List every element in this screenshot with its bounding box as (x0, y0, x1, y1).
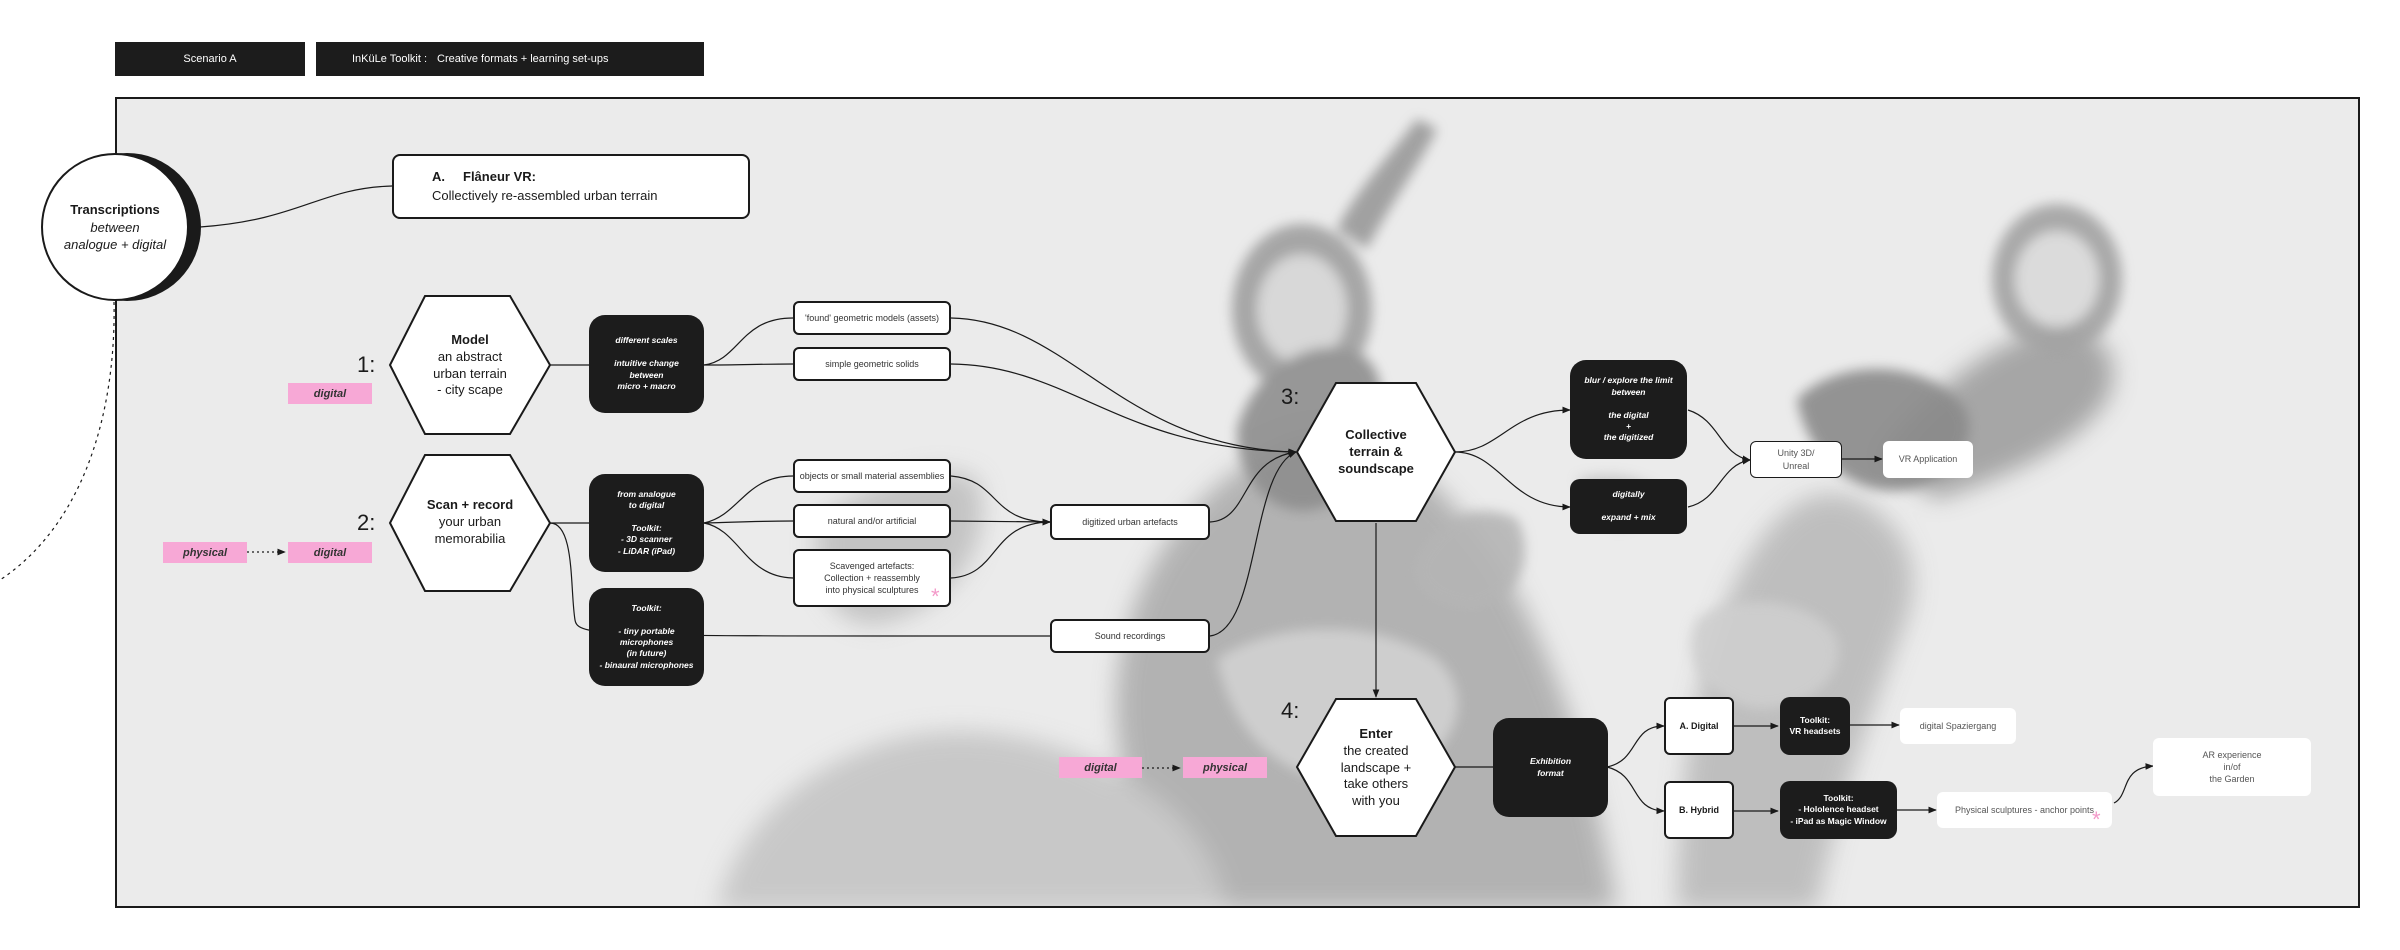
scenario-label: Scenario A (183, 53, 237, 65)
box-scavenged[interactable]: Scavenged artefacts: Collection + reasse… (793, 549, 951, 607)
box-analogue-to-digital-text: from analogue to digital Toolkit: - 3D s… (617, 488, 676, 556)
step-4-line-1: the created (1343, 742, 1409, 758)
step-number-2: 2: (357, 510, 376, 535)
tag-step2-physical: physical (163, 542, 247, 563)
step-4-title: Enter (1359, 725, 1393, 741)
step-3-label: Collective terrain & soundscape (1305, 415, 1447, 490)
step-3-line-1: terrain & (1349, 444, 1403, 460)
connector-circle-scenario (199, 185, 393, 228)
box-digitized-artefacts[interactable]: digitized urban artefacts (1050, 504, 1210, 540)
tag-step4-physical: physical (1183, 757, 1267, 778)
step-1-label: Model an abstract urban terrain - city s… (400, 318, 540, 413)
step-1-line-2: urban terrain (433, 365, 507, 381)
circle-title: Transcriptions (70, 202, 160, 218)
scenario-letter: A. (432, 168, 445, 184)
box-different-scales[interactable]: different scales intuitive change betwee… (589, 315, 704, 413)
box-digital-spaziergang[interactable]: digital Spaziergang (1900, 708, 2016, 744)
scenario-title-box[interactable]: A. Flâneur VR: Collectively re-assembled … (392, 154, 750, 219)
box-hololens-toolkit[interactable]: Toolkit: - Hololence headset - iPad as M… (1780, 781, 1897, 839)
hexagon-step-3 (1295, 382, 1457, 522)
box-sound-recordings[interactable]: Sound recordings (1050, 619, 1210, 653)
box-microphones-toolkit-text: Toolkit: - tiny portable microphones (in… (599, 602, 694, 670)
box-blur-explore-text: blur / explore the limit between the dig… (1584, 375, 1673, 443)
box-digitally-expand-text: digitally expand + mix (1601, 489, 1656, 523)
scenario-subtitle: Collectively re-assembled urban terrain (432, 187, 658, 203)
box-scavenged-text: Scavenged artefacts: Collection + reasse… (824, 560, 920, 596)
step-2-line-1: your urban (438, 514, 502, 530)
toolkit-label: InKüLe Toolkit : (352, 53, 428, 65)
toolkit-header: InKüLe Toolkit : Creative formats + lear… (316, 42, 704, 76)
step-number-3: 3: (1281, 384, 1300, 409)
step-4-line-2: landscape + (1340, 759, 1412, 775)
hexagon-step-1 (388, 295, 552, 435)
box-blur-explore[interactable]: blur / explore the limit between the dig… (1570, 360, 1687, 459)
tag-step4-digital: digital (1059, 757, 1142, 778)
step-3-title: Collective (1345, 427, 1407, 443)
box-unity-unreal-text: Unity 3D/ Unreal (1777, 448, 1815, 471)
circle-subtitle-2: analogue + digital (63, 237, 167, 253)
box-vr-toolkit-text: Toolkit: VR headsets (1789, 714, 1841, 736)
step-4-line-4: with you (1352, 793, 1400, 809)
connector-dashed-arc (0, 301, 115, 581)
step-3-line-2: soundscape (1338, 460, 1414, 476)
box-natural-artificial[interactable]: natural and/or artificial (793, 504, 951, 538)
step-4-line-3: take others (1343, 776, 1409, 792)
asterisk-icon-2: * (2092, 807, 2101, 832)
toolkit-subtitle: Creative formats + learning set-ups (437, 53, 609, 65)
box-a-digital[interactable]: A. Digital (1664, 697, 1734, 755)
box-b-hybrid[interactable]: B. Hybrid (1664, 781, 1734, 839)
tag-step1-digital: digital (288, 383, 372, 404)
box-vr-toolkit[interactable]: Toolkit: VR headsets (1780, 697, 1850, 755)
box-unity-unreal[interactable]: Unity 3D/ Unreal (1750, 441, 1842, 478)
box-physical-sculptures[interactable]: Physical sculptures - anchor points (1937, 792, 2112, 828)
box-digitally-expand[interactable]: digitally expand + mix (1570, 479, 1687, 534)
transcriptions-circle: Transcriptions between analogue + digita… (45, 190, 185, 265)
box-vr-application[interactable]: VR Application (1883, 441, 1973, 478)
box-simple-solids[interactable]: simple geometric solids (793, 347, 951, 381)
box-ar-experience[interactable]: AR experience in/of the Garden (2153, 738, 2311, 796)
scenario-header: Scenario A (115, 42, 305, 76)
box-found-models[interactable]: 'found' geometric models (assets) (793, 301, 951, 335)
scenario-title: Flâneur VR: (463, 168, 536, 184)
box-analogue-to-digital[interactable]: from analogue to digital Toolkit: - 3D s… (589, 474, 704, 572)
hexagon-step-4 (1295, 698, 1457, 837)
box-hololens-toolkit-text: Toolkit: - Hololence headset - iPad as M… (1790, 792, 1887, 826)
step-2-title: Scan + record (426, 497, 514, 513)
box-different-scales-text: different scales intuitive change betwee… (614, 335, 679, 392)
step-number-1: 1: (357, 352, 376, 377)
circle-node (41, 153, 189, 301)
asterisk-icon: * (931, 584, 940, 609)
box-microphones-toolkit[interactable]: Toolkit: - tiny portable microphones (in… (589, 588, 704, 686)
step-number-4: 4: (1281, 698, 1300, 723)
step-1-line-3: - city scape (437, 382, 503, 398)
step-2-line-2: memorabilia (434, 530, 506, 546)
step-1-line-1: an abstract (437, 348, 503, 364)
hexagon-step-2 (388, 454, 552, 592)
tag-step2-digital: digital (288, 542, 372, 563)
box-exhibition-format-text: Exhibition format (1529, 756, 1572, 778)
step-4-label: Enter the created landscape + take other… (1305, 718, 1447, 818)
circle-subtitle-1: between (90, 219, 140, 235)
box-exhibition-format[interactable]: Exhibition format (1493, 718, 1608, 817)
box-objects[interactable]: objects or small material assemblies (793, 459, 951, 493)
step-1-title: Model (451, 331, 489, 347)
box-ar-experience-text: AR experience in/of the Garden (2202, 749, 2262, 785)
step-2-label: Scan + record your urban memorabilia (400, 485, 540, 560)
